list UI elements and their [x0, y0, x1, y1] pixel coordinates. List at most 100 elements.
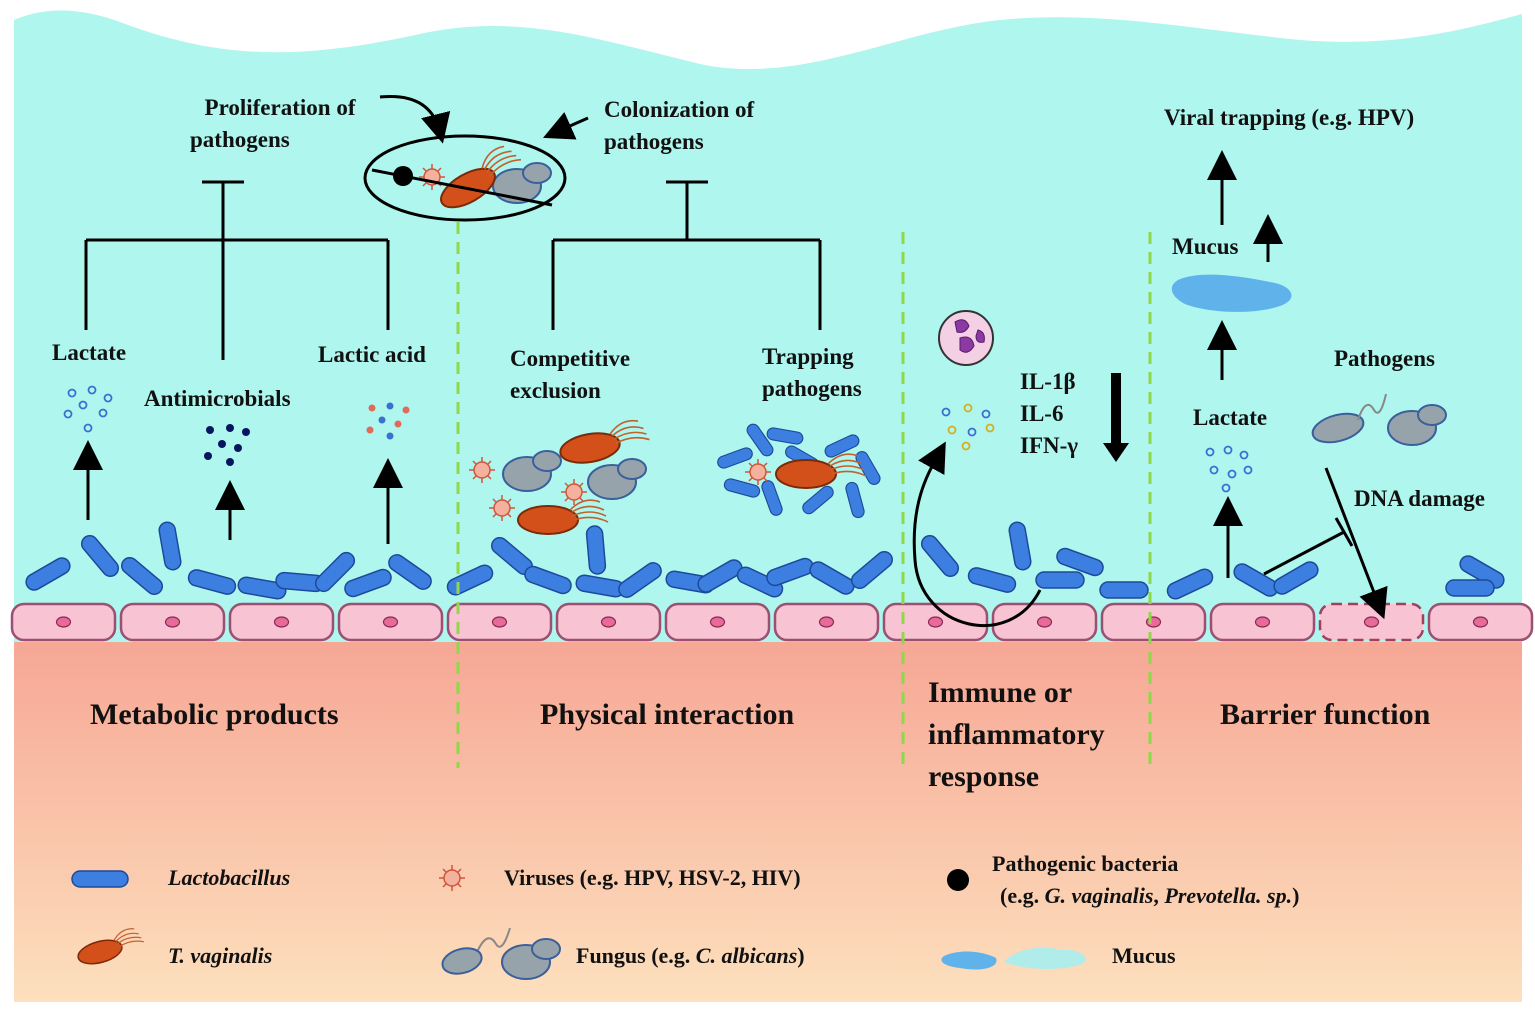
- lactobacillus-rod: [25, 557, 71, 591]
- lactobacillus-rod: [736, 566, 784, 598]
- lactic-acid-label: Lactic acid: [318, 342, 426, 367]
- ifng-label: IFN-γ: [1020, 433, 1079, 458]
- lactobacillus-rod: [388, 554, 432, 590]
- trapping-label-line2: pathogens: [762, 376, 862, 401]
- legend-pb-suffix: ): [1292, 883, 1300, 908]
- section-title-barrier: Barrier function: [1220, 698, 1431, 731]
- trapping-label-line1: Trapping: [762, 344, 854, 369]
- il1b-label: IL-1β: [1020, 369, 1076, 394]
- lactate-label: Lactate: [52, 340, 127, 365]
- cell-nucleus: [600, 616, 617, 628]
- lactobacillus-rod: [80, 534, 120, 578]
- dna-damage-lines: [1263, 467, 1388, 620]
- lactobacillus-rod: [920, 534, 960, 578]
- legend-fungus-species: C. albicans: [695, 943, 798, 968]
- cytokine-decrease-arrow: [1103, 373, 1129, 462]
- cell-nucleus: [1363, 616, 1380, 628]
- mucus-label: Mucus: [1172, 234, 1239, 259]
- legend-fungus-prefix: Fungus (e.g.: [576, 943, 696, 968]
- legend-lactobacillus: Lactobacillus: [168, 865, 291, 890]
- legend-mucus: Mucus: [1112, 943, 1176, 968]
- lactobacillus-rod: [344, 568, 392, 598]
- section-dividers: [456, 222, 1152, 768]
- legend-pb-sep: ,: [1153, 883, 1165, 908]
- legend-pb-species-2: Prevotella. sp.: [1164, 883, 1293, 908]
- cell-nucleus: [273, 616, 290, 628]
- legend-fungus: Fungus (e.g. C. albicans): [576, 940, 805, 971]
- pathogens-label: Pathogens: [1334, 346, 1435, 371]
- lactobacillus-rod: [618, 562, 662, 598]
- barrier-pathogens: [1311, 393, 1447, 446]
- proliferation-label-line2: pathogens: [190, 127, 290, 152]
- competitive-label-line2: exclusion: [510, 378, 601, 403]
- lactobacillus-rod: [697, 559, 743, 593]
- colonization-label-line2: pathogens: [604, 129, 704, 154]
- mucus-blob: [1171, 274, 1292, 312]
- antimicrobials-label: Antimicrobials: [144, 386, 291, 411]
- lactobacillus-rod: [1273, 561, 1319, 595]
- viral-trapping-label: Viral trapping (e.g. HPV): [1164, 105, 1415, 130]
- lactobacillus-rod: [850, 550, 894, 590]
- lactobacillus-rod: [1008, 521, 1032, 571]
- cell-nucleus: [818, 616, 835, 628]
- lactobacillus-layer: [25, 521, 1505, 600]
- physical-bracket: [551, 180, 822, 330]
- immune-cycle-arrow: [912, 441, 1042, 627]
- legend-pathogenic-bacteria: Pathogenic bacteria: [992, 851, 1179, 876]
- section-title-immune-line1: Immune or: [928, 676, 1073, 709]
- legend-t-vaginalis: T. vaginalis: [168, 943, 273, 968]
- inhibited-pathogens-group: [363, 94, 589, 222]
- barrier-arrows: [1207, 150, 1283, 578]
- lactobacillus-rod: [809, 561, 855, 595]
- antimicrobial-dots: [204, 424, 250, 466]
- barrier-lactate-label: Lactate: [1193, 405, 1268, 430]
- section-title-immune-line2: inflammatory: [928, 718, 1105, 751]
- il6-label: IL-6: [1020, 401, 1064, 426]
- tissue-region: [14, 642, 1522, 1002]
- cell-nucleus: [1472, 616, 1489, 628]
- cell-nucleus: [1254, 616, 1271, 628]
- lactobacillus-rod: [1035, 571, 1085, 589]
- lactobacillus-rod: [524, 565, 572, 595]
- lactobacillus-rod: [314, 551, 356, 593]
- legend-pathogenic-examples: (e.g. G. vaginalis, Prevotella. sp.): [1000, 880, 1299, 911]
- lactobacillus-rod: [158, 521, 182, 571]
- barrier-lactate-dots: [1205, 445, 1253, 493]
- cell-nucleus: [491, 616, 508, 628]
- legend-viruses: Viruses (e.g. HPV, HSV-2, HIV): [504, 865, 801, 890]
- section-title-metabolic: Metabolic products: [90, 698, 339, 731]
- cell-nucleus: [709, 616, 726, 628]
- legend-pb-species-1: G. vaginalis: [1044, 883, 1154, 908]
- cell-nucleus: [1036, 616, 1053, 628]
- legend-fungus-suffix: ): [797, 943, 805, 968]
- lactobacillus-rod: [1445, 579, 1495, 597]
- lactobacillus-rod: [1166, 568, 1214, 600]
- section-title-immune-line3: response: [928, 760, 1040, 793]
- cell-nucleus: [164, 616, 181, 628]
- competitive-label-line1: Competitive: [510, 346, 631, 371]
- dna-damage-label: DNA damage: [1354, 486, 1485, 511]
- neutrophil-icon: [938, 310, 994, 366]
- lactate-dots: [63, 385, 113, 433]
- lactobacillus-rod: [1459, 555, 1505, 589]
- epithelial-layer: [10, 602, 1534, 642]
- proliferation-label-line1: Proliferation of: [204, 95, 356, 120]
- cell-nucleus: [55, 616, 72, 628]
- cell-nucleus: [382, 616, 399, 628]
- lactobacillus-rod: [237, 576, 287, 600]
- metabolic-arrows: [73, 440, 403, 544]
- lactic-acid-dots: [366, 402, 410, 440]
- lactobacillus-rod: [967, 567, 1017, 593]
- lactobacillus-rod: [120, 556, 164, 596]
- lactobacillus-rod: [187, 569, 237, 595]
- legend-pb-prefix: (e.g.: [1000, 883, 1045, 908]
- lactobacillus-rod: [585, 525, 607, 575]
- colonization-label-line1: Colonization of: [604, 97, 755, 122]
- lactobacillus-rod: [1056, 547, 1104, 577]
- cell-nucleus: [927, 616, 944, 628]
- metabolic-bracket: [84, 180, 390, 360]
- lactobacillus-rod: [1099, 581, 1149, 599]
- cytokine-dots: [941, 403, 995, 451]
